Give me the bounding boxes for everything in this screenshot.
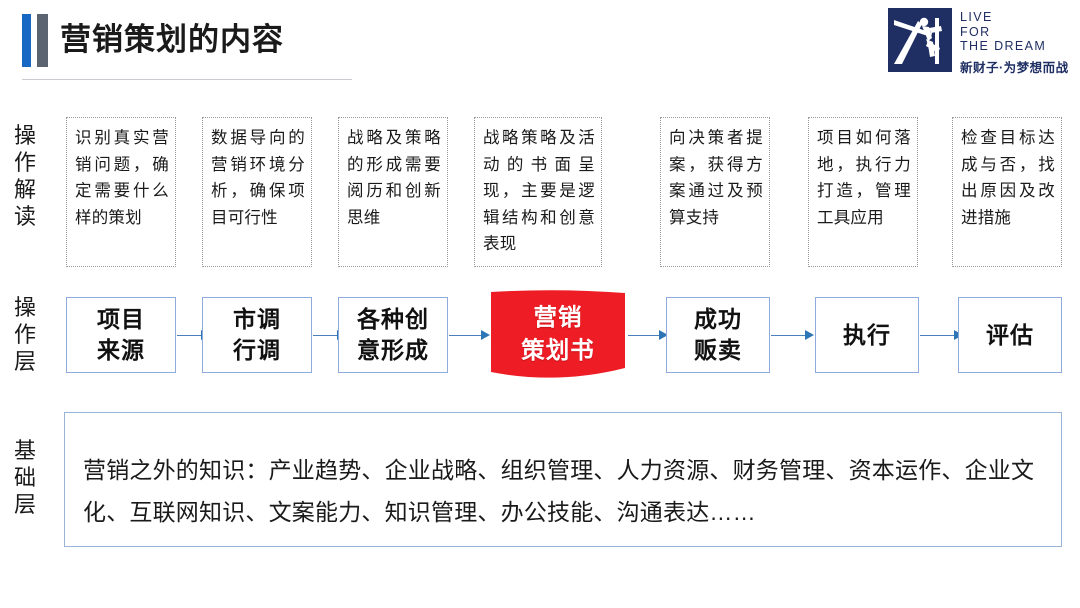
interpretation-box: 检查目标达成与否，找出原因及改进措施 — [952, 117, 1062, 267]
logo-chinese-tagline: 新财子·为梦想而战 — [960, 60, 1069, 75]
foundation-text: 营销之外的知识：产业趋势、企业战略、组织管理、人力资源、财务管理、资本运作、企业… — [83, 457, 1035, 525]
interpretation-text: 检查目标达成与否，找出原因及改进措施 — [961, 129, 1055, 227]
flow-arrow — [920, 330, 963, 341]
interpretation-text: 向决策者提案，获得方案通过及预算支持 — [669, 129, 763, 227]
flow-step-label: 执行 — [843, 321, 891, 348]
interpretation-text: 项目如何落地，执行力打造，管理工具应用 — [817, 129, 911, 227]
row-label-char: 层 — [13, 492, 36, 517]
flow-step-idea-generation[interactable]: 各种创意形成 — [338, 297, 448, 373]
title-accent-blue-bar — [22, 14, 31, 67]
foundation-box: 营销之外的知识：产业趋势、企业战略、组织管理、人力资源、财务管理、资本运作、企业… — [64, 412, 1062, 547]
logo-line-3: THE DREAM — [960, 39, 1047, 53]
interpretation-text: 战略策略及活动的书面呈现，主要是逻辑结构和创意表现 — [483, 129, 595, 253]
row-label-char: 读 — [13, 204, 36, 229]
row-label-char: 作 — [13, 150, 36, 175]
flow-step-label: 评估 — [986, 321, 1034, 348]
logo-line-1: LIVE — [960, 10, 993, 24]
row-label-interpretation: 操 作 解 读 — [8, 122, 42, 230]
flow-arrow — [628, 330, 668, 341]
row-label-char: 作 — [13, 322, 36, 347]
flow-step-execution[interactable]: 执行 — [815, 297, 919, 373]
interpretation-box: 战略及策略的形成需要阅历和创新思维 — [338, 117, 448, 267]
row-label-char: 操 — [13, 295, 36, 320]
page-title: 营销策划的内容 — [60, 22, 284, 57]
logo-line-2: FOR — [960, 24, 991, 39]
flow-step-label: 成功贩卖 — [694, 306, 742, 363]
flow-arrow — [449, 330, 490, 341]
title-accent-gray-bar — [37, 14, 48, 67]
interpretation-text: 战略及策略的形成需要阅历和创新思维 — [347, 129, 441, 227]
row-label-char: 解 — [13, 177, 36, 202]
flow-step-label: 市调行调 — [233, 306, 281, 363]
runner-figure-icon — [888, 8, 952, 72]
row-label-char: 层 — [13, 349, 36, 374]
interpretation-text: 数据导向的营销环境分析，确保项目可行性 — [211, 129, 305, 227]
interpretation-box: 识别真实营销问题，确定需要什么样的策划 — [66, 117, 176, 267]
flow-step-successful-sale[interactable]: 成功贩卖 — [666, 297, 770, 373]
interpretation-box: 数据导向的营销环境分析，确保项目可行性 — [202, 117, 312, 267]
flow-step-market-research[interactable]: 市调行调 — [202, 297, 312, 373]
brand-logo: LIVE FOR THE DREAM 新财子·为梦想而战 — [888, 6, 1069, 82]
interpretation-box: 向决策者提案，获得方案通过及预算支持 — [660, 117, 770, 267]
row-label-operation: 操 作 层 — [8, 294, 42, 375]
interpretation-row: 识别真实营销问题，确定需要什么样的策划 数据导向的营销环境分析，确保项目可行性 … — [66, 117, 1062, 267]
interpretation-text: 识别真实营销问题，确定需要什么样的策划 — [75, 129, 169, 227]
flow-step-project-source[interactable]: 项目来源 — [66, 297, 176, 373]
flow-step-label: 项目来源 — [97, 306, 145, 363]
row-label-char: 基 — [13, 438, 36, 463]
interpretation-box: 战略策略及活动的书面呈现，主要是逻辑结构和创意表现 — [474, 117, 602, 267]
flow-arrow — [771, 330, 814, 341]
title-underline — [22, 79, 352, 80]
row-label-char: 础 — [13, 465, 36, 490]
interpretation-box: 项目如何落地，执行力打造，管理工具应用 — [808, 117, 918, 267]
flow-step-evaluation[interactable]: 评估 — [958, 297, 1062, 373]
row-label-char: 操 — [13, 123, 36, 148]
row-label-foundation: 基 础 层 — [8, 437, 42, 518]
flow-step-label: 营销策划书 — [521, 304, 595, 363]
flow-step-label: 各种创意形成 — [357, 306, 429, 363]
logo-wordmark: LIVE FOR THE DREAM 新财子·为梦想而战 — [960, 10, 1069, 76]
flow-step-marketing-plan-highlight[interactable]: 营销策划书 — [488, 288, 628, 380]
